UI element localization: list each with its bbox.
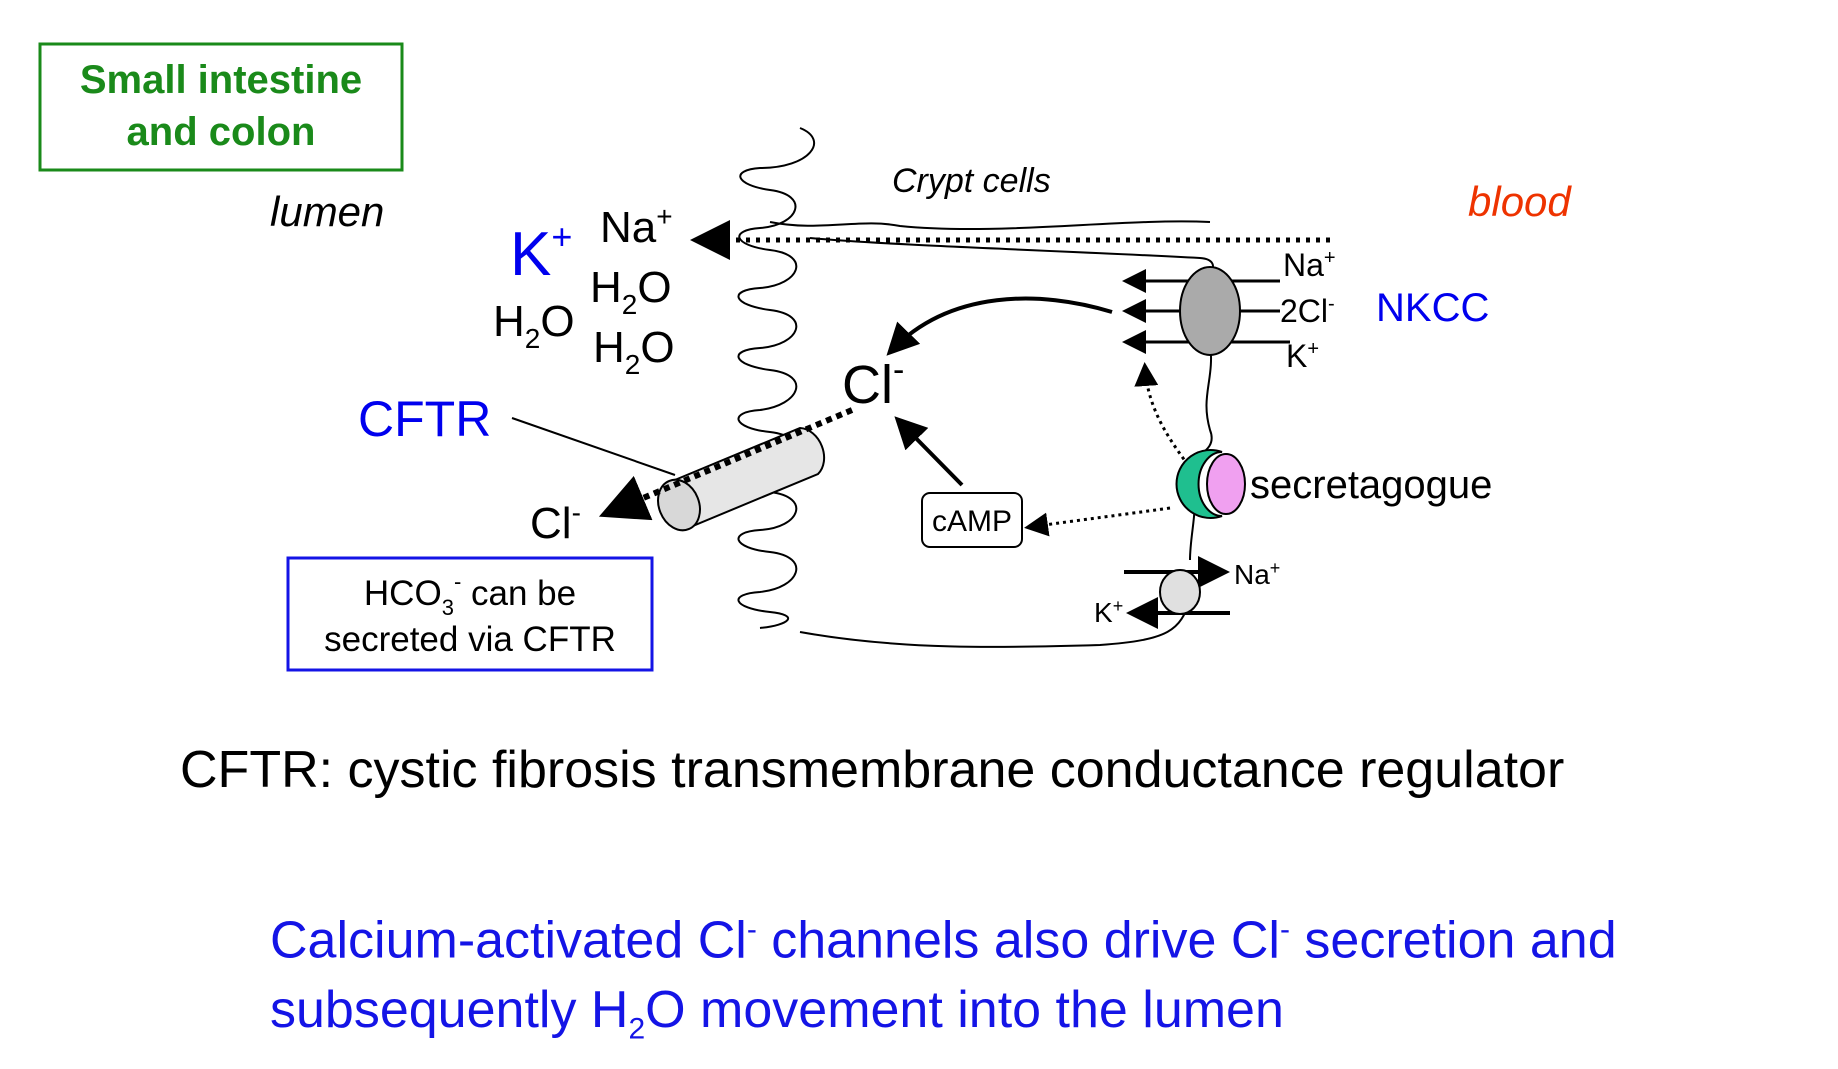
- h2o-2: H2O: [493, 297, 575, 354]
- nkcc-label: NKCC: [1376, 286, 1489, 330]
- hco3-line-1: HCO3- can be: [364, 569, 576, 620]
- camp-label: cAMP: [932, 505, 1012, 538]
- na-ion: Na+: [600, 201, 673, 252]
- nkcc-k: K+: [1286, 338, 1319, 374]
- nkcc-na: Na+: [1283, 247, 1336, 283]
- title-box: [38, 42, 404, 172]
- blood-label: blood: [1468, 178, 1572, 225]
- lumen-label: lumen: [270, 188, 384, 235]
- nkcc-transporter: [1122, 266, 1290, 356]
- nkcc-cl-arrow: [886, 296, 1113, 356]
- h2o-3: H2O: [593, 323, 675, 380]
- hco3-line-2: secreted via CFTR: [324, 620, 616, 659]
- secretagogue-to-camp-arrow: [1024, 506, 1171, 537]
- cftr-caption: CFTR: cystic fibrosis transmembrane cond…: [180, 741, 1565, 799]
- pump-k: K+: [1094, 596, 1123, 628]
- secretagogue-label: secretagogue: [1250, 463, 1492, 507]
- h2o-1: H2O: [590, 263, 672, 320]
- cftr-channel: [657, 426, 826, 532]
- secretagogue-to-nkcc-arrow: [1134, 362, 1190, 466]
- na-k-pump: [1124, 556, 1230, 629]
- lumen-cl: Cl-: [530, 497, 581, 548]
- pump-na: Na+: [1234, 558, 1280, 590]
- cftr-leader: [511, 417, 676, 476]
- apical-membrane: [737, 127, 815, 629]
- note-line-1: Calcium-activated Cl- channels also driv…: [270, 911, 1617, 970]
- title-line-1: Small intestine: [80, 58, 362, 102]
- cell-lateral-top: [809, 237, 1214, 273]
- lumen-ions: K+ Na+ H2O H2O H2O: [493, 201, 675, 380]
- camp-to-cl-arrow: [894, 416, 964, 487]
- cftr-label: CFTR: [358, 391, 491, 447]
- title-line-2: and colon: [127, 110, 316, 154]
- calcium-note: Calcium-activated Cl- channels also driv…: [270, 895, 1617, 1065]
- intracellular-cl: Cl-: [842, 351, 904, 415]
- crypt-cells-label: Crypt cells: [892, 162, 1051, 200]
- secretagogue-receptor: [1175, 449, 1246, 519]
- hco3-box: [286, 556, 654, 672]
- note-line-2: subsequently H2O movement into the lumen: [270, 981, 1284, 1046]
- nkcc-2cl: 2Cl-: [1280, 293, 1335, 329]
- cell-top-edge: [769, 220, 1211, 231]
- k-ion: K+: [510, 216, 572, 289]
- camp-box: [921, 492, 1023, 548]
